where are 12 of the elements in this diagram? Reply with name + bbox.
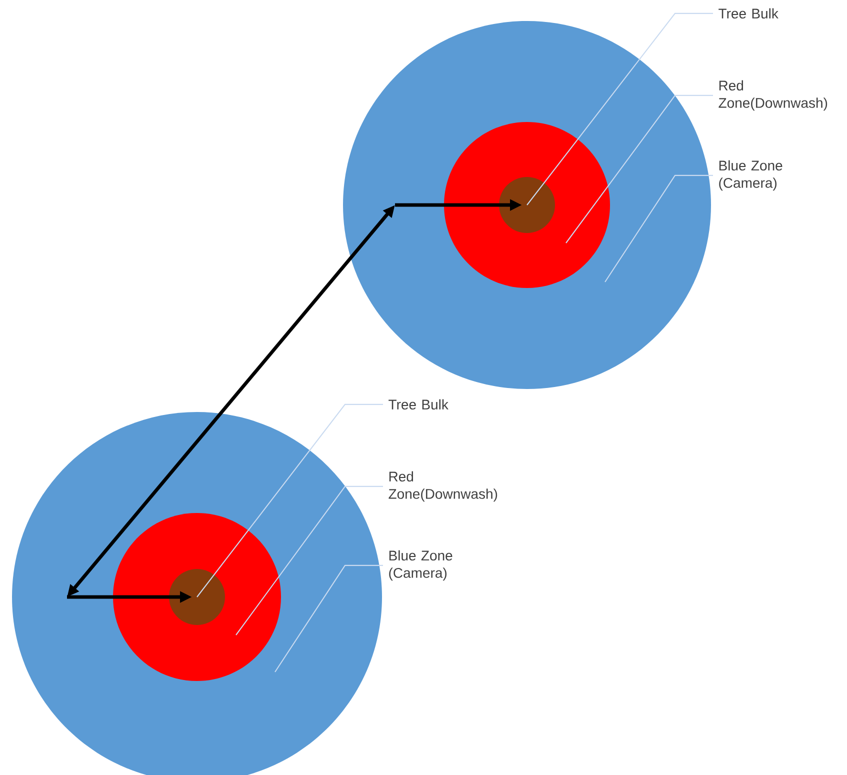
callout-label: Blue Zone (Camera) xyxy=(719,160,782,191)
tree-circle xyxy=(169,569,225,625)
callout-label: Blue Zone (Camera) xyxy=(389,550,452,581)
callout-label: Tree Bulk xyxy=(388,399,448,410)
leader-line xyxy=(526,12,713,206)
leader-line xyxy=(196,404,383,598)
leader-line xyxy=(236,486,383,636)
callout-label: Red Zone(Downwash) xyxy=(718,80,828,111)
callout-label: Tree Bulk xyxy=(718,8,778,19)
leader-line xyxy=(566,94,713,244)
tree-circle xyxy=(499,177,555,233)
callout-label: Red Zone(Downwash) xyxy=(388,471,498,502)
